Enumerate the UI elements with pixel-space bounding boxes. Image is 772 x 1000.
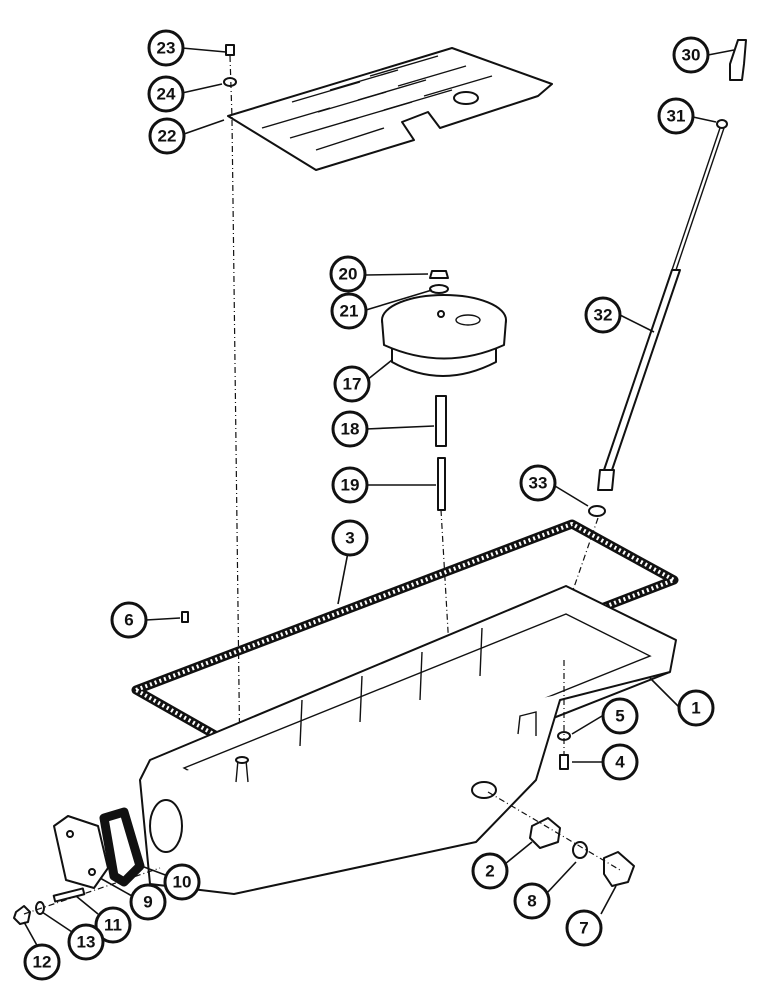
svg-text:5: 5 bbox=[615, 707, 624, 726]
assembly-line bbox=[231, 119, 241, 771]
svg-text:17: 17 bbox=[343, 375, 362, 394]
svg-text:22: 22 bbox=[158, 127, 177, 146]
callout-3: 3 bbox=[331, 519, 369, 557]
strainer-washer bbox=[429, 284, 449, 294]
svg-text:33: 33 bbox=[529, 474, 548, 493]
svg-text:32: 32 bbox=[594, 306, 613, 325]
pan-bolt bbox=[559, 754, 569, 770]
svg-text:18: 18 bbox=[341, 420, 360, 439]
svg-text:3: 3 bbox=[345, 529, 354, 548]
baffle-plate bbox=[227, 47, 553, 171]
svg-text:1: 1 bbox=[691, 699, 700, 718]
pan-gasket bbox=[131, 519, 679, 753]
callout-18: 18 bbox=[331, 410, 369, 448]
callout-19: 19 bbox=[331, 466, 369, 504]
svg-text:11: 11 bbox=[104, 916, 122, 935]
svg-text:24: 24 bbox=[157, 85, 176, 104]
callout-1: 1 bbox=[677, 689, 715, 727]
side-cover-gasket bbox=[99, 807, 145, 887]
callout-30: 30 bbox=[672, 36, 710, 74]
callout-32: 32 bbox=[584, 296, 622, 334]
callout-33: 33 bbox=[519, 464, 557, 502]
callout-20: 20 bbox=[329, 255, 367, 293]
svg-text:7: 7 bbox=[579, 919, 588, 938]
drain-washer bbox=[572, 841, 588, 859]
callout-7: 7 bbox=[565, 909, 603, 947]
callout-31: 31 bbox=[657, 97, 695, 135]
callout-8: 8 bbox=[513, 882, 551, 920]
svg-text:20: 20 bbox=[339, 265, 358, 284]
callout-12: 12 bbox=[23, 943, 61, 981]
svg-text:19: 19 bbox=[341, 476, 360, 495]
callout-23: 23 bbox=[147, 29, 185, 67]
oil-strainer bbox=[381, 294, 507, 377]
callout-6: 6 bbox=[110, 601, 148, 639]
svg-text:10: 10 bbox=[173, 873, 192, 892]
assembly-line bbox=[229, 55, 233, 119]
drain-plug bbox=[603, 851, 635, 887]
side-cover-plate bbox=[53, 815, 109, 889]
svg-text:21: 21 bbox=[340, 302, 359, 321]
callout-4: 4 bbox=[601, 743, 639, 781]
svg-text:23: 23 bbox=[157, 39, 176, 58]
cover-nut bbox=[13, 905, 31, 925]
svg-text:31: 31 bbox=[667, 107, 686, 126]
callout-22: 22 bbox=[148, 117, 186, 155]
svg-text:30: 30 bbox=[682, 46, 701, 65]
plate-bolt bbox=[223, 44, 237, 87]
svg-text:2: 2 bbox=[485, 862, 494, 881]
callout-11: 11 bbox=[94, 906, 132, 944]
drain-adapter bbox=[529, 817, 561, 849]
assembly-line bbox=[23, 867, 161, 915]
svg-text:9: 9 bbox=[143, 893, 152, 912]
callout-9: 9 bbox=[129, 883, 167, 921]
callout-2: 2 bbox=[471, 852, 509, 890]
callout-5: 5 bbox=[601, 697, 639, 735]
callout-24: 24 bbox=[147, 75, 185, 113]
strainer-nut bbox=[429, 270, 449, 279]
callout-13: 13 bbox=[67, 923, 105, 961]
svg-text:6: 6 bbox=[124, 611, 133, 630]
strainer-stud bbox=[437, 457, 446, 511]
svg-text:13: 13 bbox=[77, 933, 96, 952]
svg-text:12: 12 bbox=[33, 953, 52, 972]
strainer-tube bbox=[435, 395, 447, 447]
callout-21: 21 bbox=[330, 292, 368, 330]
callout-17: 17 bbox=[333, 365, 371, 403]
dowel-pin bbox=[181, 611, 189, 623]
svg-text:8: 8 bbox=[527, 892, 536, 911]
callout-10: 10 bbox=[163, 863, 201, 901]
svg-text:4: 4 bbox=[615, 753, 625, 772]
leader-lines bbox=[23, 47, 735, 959]
dipstick bbox=[588, 39, 747, 517]
oil-pan bbox=[139, 585, 677, 895]
